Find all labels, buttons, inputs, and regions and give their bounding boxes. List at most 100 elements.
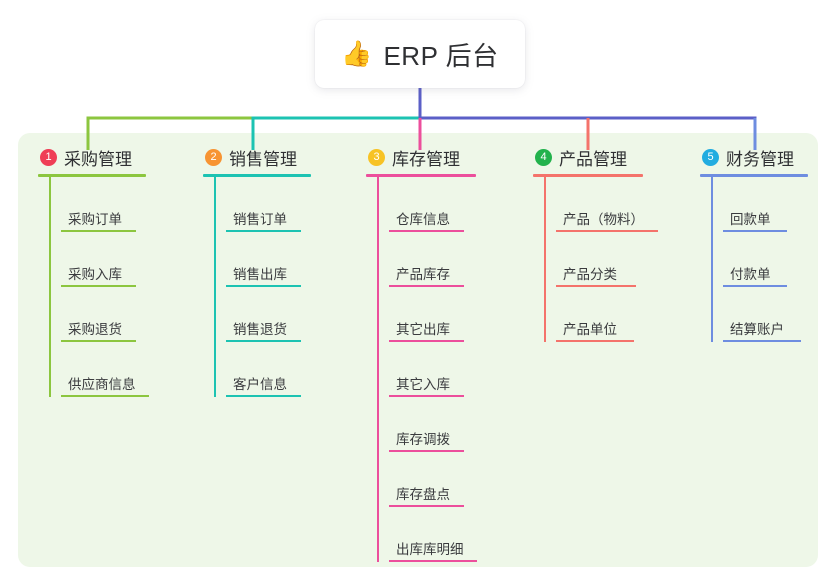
column-header-rule [533,174,643,177]
column-number-badge: 3 [368,148,385,166]
column-header-2[interactable]: 2 销售管理 [203,145,353,169]
list-item-label: 回款单 [730,212,771,228]
list-item-rule [389,285,464,287]
column-header-rule [38,174,146,177]
thumbs-up-icon: 👍 [341,39,373,68]
list-item-rule [556,230,658,232]
list-item-rule [226,395,301,397]
page-title: ERP 后台 [383,40,499,71]
column-item-list: 销售订单销售出库销售退货客户信息 [203,177,353,397]
list-item[interactable]: 产品库存 [378,232,521,287]
list-item[interactable]: 其它入库 [378,342,521,397]
list-item-rule [556,285,636,287]
list-item-label: 库存调拨 [396,432,450,448]
list-item-rule [61,340,136,342]
list-item-rule [61,285,136,287]
list-item-rule [389,340,464,342]
list-item-rule [723,230,787,232]
column-header-rule [700,174,808,177]
list-item-label: 仓库信息 [396,212,450,228]
list-item-label: 采购入库 [68,267,122,283]
list-item[interactable]: 产品分类 [545,232,693,287]
column-spine [377,177,379,562]
column-spine [711,177,713,342]
column-number-badge: 2 [205,148,222,166]
list-item[interactable]: 销售退货 [215,287,353,342]
list-item[interactable]: 采购退货 [50,287,188,342]
column-number-badge: 5 [702,148,719,166]
module-column-3: 3 库存管理仓库信息产品库存其它出库其它入库库存调拨库存盘点出库库明细 [366,145,521,562]
list-item[interactable]: 回款单 [712,177,839,232]
column-header-1[interactable]: 1 采购管理 [38,145,188,169]
list-item[interactable]: 出库库明细 [378,507,521,562]
list-item[interactable]: 产品（物料） [545,177,693,232]
list-item[interactable]: 产品单位 [545,287,693,342]
column-spine [544,177,546,342]
column-header-3[interactable]: 3 库存管理 [366,145,521,169]
list-item-label: 采购退货 [68,322,122,338]
module-column-1: 1 采购管理采购订单采购入库采购退货供应商信息 [38,145,188,397]
list-item-rule [389,505,464,507]
root-node-card[interactable]: 👍 ERP 后台 [315,20,525,88]
list-item-label: 采购订单 [68,212,122,228]
list-item[interactable]: 其它出库 [378,287,521,342]
column-header-4[interactable]: 4 产品管理 [533,145,693,169]
column-spine [214,177,216,397]
list-item[interactable]: 结算账户 [712,287,839,342]
module-column-2: 2 销售管理销售订单销售出库销售退货客户信息 [203,145,353,397]
column-item-list: 回款单付款单结算账户 [700,177,839,342]
list-item[interactable]: 库存调拨 [378,397,521,452]
list-item-label: 出库库明细 [396,542,464,558]
module-column-5: 5 财务管理回款单付款单结算账户 [700,145,839,342]
list-item-label: 产品库存 [396,267,450,283]
list-item-label: 客户信息 [233,377,287,393]
column-title: 库存管理 [392,149,460,169]
column-title: 采购管理 [64,149,132,169]
list-item-rule [723,285,787,287]
column-title: 财务管理 [726,149,794,169]
list-item-label: 销售出库 [233,267,287,283]
list-item[interactable]: 采购入库 [50,232,188,287]
list-item-label: 供应商信息 [68,377,136,393]
list-item-rule [723,340,801,342]
list-item-label: 产品（物料） [563,212,644,228]
list-item-rule [389,560,477,562]
column-item-list: 产品（物料） 产品分类产品单位 [533,177,693,342]
list-item[interactable]: 销售出库 [215,232,353,287]
list-item[interactable]: 库存盘点 [378,452,521,507]
list-item-rule [556,340,634,342]
list-item-label: 产品分类 [563,267,617,283]
column-header-5[interactable]: 5 财务管理 [700,145,839,169]
module-column-4: 4 产品管理产品（物料） 产品分类产品单位 [533,145,693,342]
column-title: 销售管理 [229,149,297,169]
list-item[interactable]: 销售订单 [215,177,353,232]
list-item-rule [61,230,136,232]
column-item-list: 采购订单采购入库采购退货供应商信息 [38,177,188,397]
list-item-label: 结算账户 [730,322,784,338]
column-header-rule [366,174,476,177]
list-item-rule [389,395,464,397]
column-item-list: 仓库信息产品库存其它出库其它入库库存调拨库存盘点出库库明细 [366,177,521,562]
list-item-label: 其它入库 [396,377,450,393]
list-item-label: 其它出库 [396,322,450,338]
list-item-rule [226,285,301,287]
root-node-content: 👍 ERP 后台 [341,36,498,73]
list-item[interactable]: 客户信息 [215,342,353,397]
list-item-rule [226,340,301,342]
column-number-badge: 4 [535,148,552,166]
list-item-label: 产品单位 [563,322,617,338]
list-item[interactable]: 付款单 [712,232,839,287]
list-item[interactable]: 采购订单 [50,177,188,232]
list-item-label: 销售退货 [233,322,287,338]
list-item-label: 付款单 [730,267,771,283]
column-title: 产品管理 [559,149,627,169]
list-item[interactable]: 供应商信息 [50,342,188,397]
list-item-rule [389,230,464,232]
list-item-label: 销售订单 [233,212,287,228]
modules-panel [18,133,818,567]
list-item[interactable]: 仓库信息 [378,177,521,232]
column-spine [49,177,51,397]
column-number-badge: 1 [40,148,57,166]
